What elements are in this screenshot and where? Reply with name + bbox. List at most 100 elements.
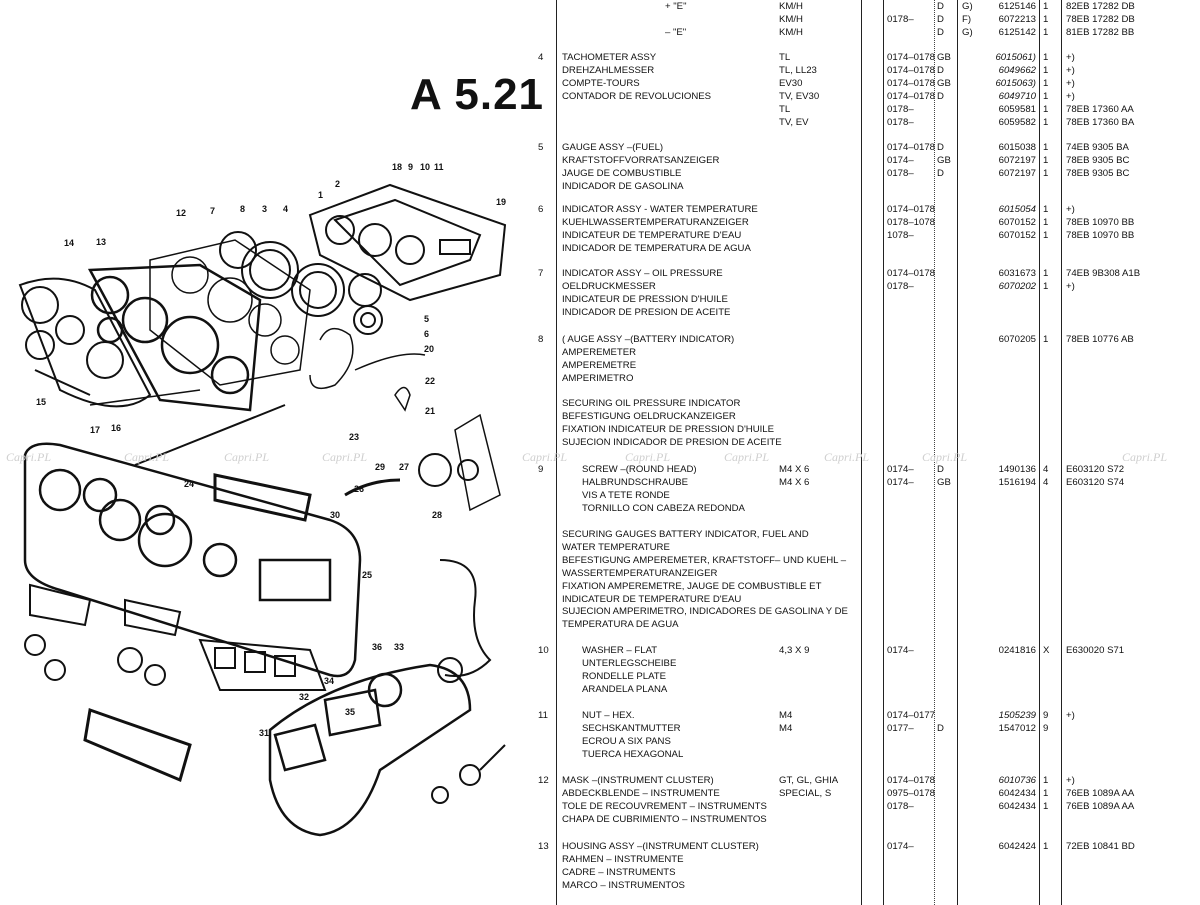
section-heading: FIXATION AMPEREMETRE, JAUGE DE COMBUSTIB…: [562, 580, 822, 592]
size-cell: TL, LL23: [779, 64, 817, 76]
item-description: KUEHLWASSERTEMPERATURANZEIGER: [562, 216, 749, 228]
remark-cell: +): [1066, 775, 1075, 786]
item-description: RAHMEN – INSTRUMENTE: [562, 853, 684, 865]
quantity-cell: 1: [1043, 77, 1049, 89]
part-number-cell: 6072197: [998, 154, 1036, 166]
date-range-cell: 0178–1078: [887, 216, 936, 228]
callout-24: 24: [184, 479, 194, 489]
quantity-cell: 1: [1043, 90, 1049, 102]
item-description: ECROU A SIX PANS: [582, 735, 671, 747]
item-description: INDICATOR ASSY - WATER TEMPERATURE: [562, 204, 758, 215]
quantity-cell: 1: [1043, 52, 1049, 63]
column-rule: [1039, 0, 1040, 905]
quantity-cell: X: [1043, 645, 1050, 656]
part-number-cell: 1516194: [998, 476, 1036, 488]
date-range-cell: 0178–: [887, 116, 914, 128]
item-description: HOUSING ASSY –(INSTRUMENT CLUSTER): [562, 841, 759, 852]
glass-lens-part: [18, 277, 152, 408]
date-range-cell: 0174–0178: [887, 52, 936, 63]
country-code-cell: GB: [937, 154, 951, 166]
callout-2: 2: [335, 179, 340, 189]
item-description: NUT – HEX.: [582, 710, 635, 721]
part-number-cell: 6125146: [998, 1, 1036, 12]
callout-33: 33: [394, 642, 404, 652]
callout-21: 21: [425, 406, 435, 416]
part-number-cell: 6015061): [995, 52, 1036, 63]
remark-cell: 76EB 1089A AA: [1066, 800, 1135, 812]
part-number-cell: 6059582: [998, 116, 1036, 128]
size-cell: KM/H: [779, 26, 803, 38]
callout-32: 32: [299, 692, 309, 702]
callout-22: 22: [425, 376, 435, 386]
gauges-part: [219, 231, 383, 335]
item-description: AMPEREMETRE: [562, 359, 637, 371]
country-code-cell: GB: [937, 52, 951, 63]
callout-6: 6: [424, 329, 429, 339]
country-code-cell: D: [937, 90, 944, 102]
item-description: MASK –(INSTRUMENT CLUSTER): [562, 775, 714, 786]
remark-cell: 76EB 1089A AA: [1066, 787, 1135, 799]
section-heading: TEMPERATURA DE AGUA: [562, 619, 679, 631]
date-range-cell: 0177–: [887, 722, 914, 734]
size-cell: SPECIAL, S: [779, 787, 832, 799]
dashboard-panel-part: [23, 442, 362, 678]
remark-cell: +): [1066, 77, 1075, 89]
size-cell: KM/H: [779, 1, 803, 12]
callout-8: 8: [240, 204, 245, 214]
part-number-cell: 6070202: [998, 280, 1036, 292]
part-number-cell: 6042424: [998, 841, 1036, 852]
center-console-part: [268, 663, 472, 837]
country-code-cell: D: [937, 464, 944, 475]
part-number-cell: 6015038: [998, 142, 1036, 153]
column-rule: [934, 0, 935, 905]
callout-31: 31: [259, 728, 269, 738]
column-rule: [1061, 0, 1062, 905]
section-heading: SECURING GAUGES BATTERY INDICATOR, FUEL …: [562, 529, 809, 540]
part-number-cell: 6070152: [998, 229, 1036, 241]
quantity-cell: 1: [1043, 334, 1049, 345]
date-range-cell: 0178–: [887, 800, 914, 812]
size-cell: TV, EV30: [779, 90, 820, 102]
item-description: UNTERLEGSCHEIBE: [582, 657, 677, 669]
remark-cell: 72EB 10841 BD: [1066, 841, 1135, 852]
callout-29: 29: [375, 462, 385, 472]
exploded-parts-diagram: 14 13 12 7 8 3 4 2 1 18 9 10 11 19 5 6 2…: [18, 162, 507, 837]
quantity-cell: 1: [1043, 103, 1049, 115]
item-ref-number: 10: [538, 645, 549, 656]
date-range-cell: 0174–: [887, 464, 914, 475]
section-heading: WASSERTEMPERATURANZEIGER: [562, 567, 718, 579]
callout-25: 25: [362, 570, 372, 580]
part-number-cell: 6059581: [998, 103, 1036, 115]
callout-9: 9: [408, 162, 413, 172]
callout-15: 15: [36, 397, 46, 407]
item-description: VIS A TETE RONDE: [582, 489, 670, 501]
country-code-cell: D: [937, 64, 944, 76]
remark-cell: E603120 S72: [1066, 464, 1125, 475]
size-cell: TL: [779, 103, 791, 115]
quantity-cell: 1: [1043, 268, 1049, 279]
item-description: TUERCA HEXAGONAL: [582, 748, 684, 760]
callout-19: 19: [496, 197, 506, 207]
quantity-cell: 1: [1043, 26, 1049, 38]
callout-30: 30: [330, 510, 340, 520]
item-description: INDICATEUR DE TEMPERATURE D'EAU: [562, 229, 742, 241]
item-description: HALBRUNDSCHRAUBE: [582, 476, 689, 488]
watermark: Capri.PL: [6, 450, 52, 464]
section-heading: BEFESTIGUNG OELDRUCKANZEIGER: [562, 410, 736, 422]
section-heading: FIXATION INDICATEUR DE PRESSION D'HUILE: [562, 423, 775, 435]
date-range-cell: 0174–0178: [887, 775, 936, 786]
watermark: Capri.PL: [625, 450, 671, 464]
callout-16: 16: [111, 423, 121, 433]
date-range-cell: 0174–0178: [887, 204, 936, 215]
page-title: A 5.21: [410, 70, 545, 119]
item-description: CADRE – INSTRUMENTS: [562, 866, 676, 878]
size-cell: M4: [779, 710, 793, 721]
remark-cell: E630020 S71: [1066, 645, 1125, 656]
watermark: Capri.PL: [724, 450, 770, 464]
part-number-cell: 6010736: [998, 775, 1036, 786]
watermark: Capri.PL: [224, 450, 270, 464]
item-description: INDICADOR DE TEMPERATURA DE AGUA: [562, 242, 751, 254]
option-code-cell: F): [962, 13, 972, 25]
size-cell: EV30: [779, 77, 803, 89]
callout-12: 12: [176, 208, 186, 218]
